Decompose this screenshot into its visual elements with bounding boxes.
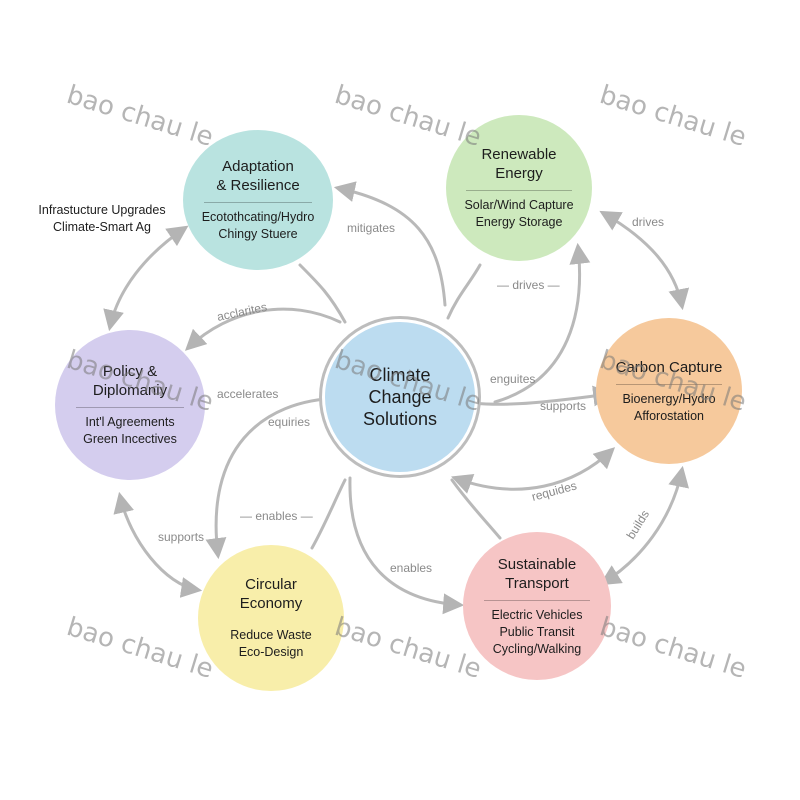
arrow-equiries bbox=[205, 396, 342, 560]
node-circular-economy: Circular Economy Reduce Waste Eco-Design bbox=[198, 545, 344, 691]
label-supports-right: supports bbox=[540, 399, 586, 413]
node-items: Reduce Waste Eco-Design bbox=[230, 628, 312, 659]
divider bbox=[204, 202, 312, 203]
node-title: Renewable Energy bbox=[481, 146, 557, 182]
label-enables-bottom: enables bbox=[390, 561, 432, 575]
node-policy-diplomacy: Policy & Diplomaniy Int'l Agreements Gre… bbox=[55, 330, 205, 480]
arrow-acclarites bbox=[184, 307, 342, 351]
label-enguites: enguites bbox=[490, 372, 535, 386]
label-enables-left: — enables — bbox=[240, 509, 313, 523]
divider bbox=[483, 599, 591, 601]
node-adaptation-resilience: Adaptation & Resilience Ecotothcating/Hy… bbox=[183, 130, 333, 270]
node-title: Policy & Diplomaniy bbox=[92, 363, 168, 399]
divider bbox=[218, 620, 323, 621]
node-sustainable-transport: Sustainable Transport Electric Vehicles … bbox=[463, 532, 611, 680]
divider bbox=[466, 190, 572, 191]
arrow-builds bbox=[599, 465, 689, 586]
arrow-adaptation-policy bbox=[103, 225, 189, 332]
label-drives-right: drives bbox=[632, 215, 664, 229]
label-mitigates: mitigates bbox=[347, 221, 395, 235]
node-items: Int'l Agreements Green Incectives bbox=[83, 415, 177, 446]
side-note-adaptation: Infrastucture Upgrades Climate-Smart Ag bbox=[38, 203, 166, 234]
node-items: Electric Vehicles Public Transit Cycling… bbox=[491, 607, 583, 656]
node-title: Sustainable Transport bbox=[497, 555, 577, 592]
label-builds: builds bbox=[624, 508, 652, 542]
node-items: Bioenergy/Hydro Afforostation bbox=[622, 391, 716, 423]
divider bbox=[76, 407, 184, 408]
node-renewable-energy: Renewable Energy Solar/Wind Capture Ener… bbox=[446, 115, 592, 261]
label-acclarites: acclarites bbox=[216, 300, 268, 324]
node-title: Circular Economy bbox=[239, 576, 303, 612]
arrow-center-to-circular bbox=[310, 478, 347, 550]
arrow-supports-left bbox=[113, 491, 203, 598]
label-drives-top: — drives — bbox=[497, 278, 560, 292]
node-items: Solar/Wind Capture Energy Storage bbox=[464, 198, 574, 229]
arrow-drives-right bbox=[599, 210, 690, 311]
arrow-center-to-adaptation bbox=[298, 263, 347, 324]
arrow-requides bbox=[451, 447, 616, 494]
node-title: Carbon Capture bbox=[615, 358, 723, 376]
label-equiries: equiries bbox=[268, 415, 310, 429]
arrow-mitigates bbox=[333, 181, 447, 307]
label-supports-left: supports bbox=[158, 530, 204, 544]
node-climate-change-solutions: Climate Change Solutions bbox=[322, 319, 478, 475]
center-title: Climate Change Solutions bbox=[362, 365, 438, 429]
node-title: Adaptation & Resilience bbox=[216, 158, 300, 194]
label-accelerates: accelerates bbox=[217, 387, 278, 401]
arrow-enguites bbox=[493, 242, 591, 404]
node-carbon-capture: Carbon Capture Bioenergy/Hydro Afforosta… bbox=[596, 318, 742, 464]
divider bbox=[616, 383, 722, 385]
arrow-enables-bottom bbox=[348, 476, 465, 615]
arrow-center-to-renewable bbox=[446, 263, 482, 320]
node-items: Ecotothcating/Hydro Chingy Stuere bbox=[201, 210, 315, 241]
